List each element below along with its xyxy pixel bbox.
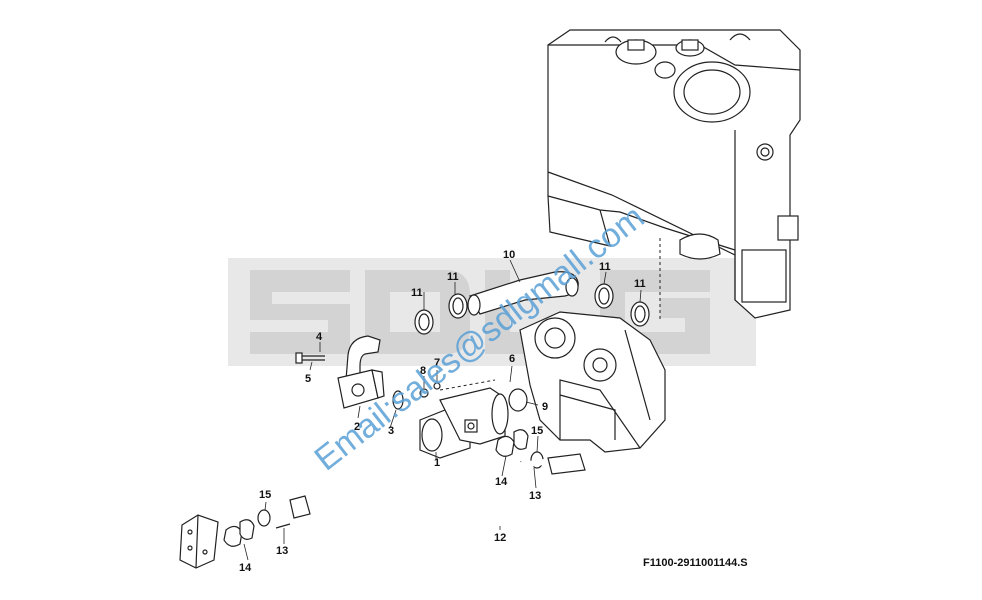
callout-11-c: 11 <box>599 261 611 273</box>
callout-3: 3 <box>388 425 394 437</box>
callout-2: 2 <box>354 421 360 433</box>
figure-code: F1100-2911001144.S <box>643 557 748 569</box>
sdlg-watermark-logo <box>228 258 756 366</box>
callout-13-b: 13 <box>276 545 288 557</box>
callout-8: 8 <box>420 365 426 377</box>
suction-hose <box>467 271 579 316</box>
hydraulic-tank <box>547 29 801 320</box>
callout-12: 12 <box>494 532 506 544</box>
callout-1: 1 <box>434 457 440 469</box>
callout-labels: 1 2 3 4 5 6 7 8 9 10 11 11 11 11 12 13 1… <box>239 249 646 574</box>
callout-11-b: 11 <box>447 271 459 283</box>
valve-block <box>179 514 219 569</box>
pressure-hose <box>289 453 676 530</box>
callout-13-a: 13 <box>529 490 541 502</box>
callout-10: 10 <box>503 249 515 261</box>
callout-15-b: 15 <box>259 489 271 501</box>
suction-elbow <box>337 335 385 409</box>
callout-5: 5 <box>305 373 311 385</box>
callout-14-b: 14 <box>239 562 252 574</box>
callout-14-a: 14 <box>495 476 508 488</box>
leader-lines <box>243 259 642 561</box>
bolts <box>295 352 441 398</box>
callout-7: 7 <box>434 357 440 369</box>
split-flanges <box>223 429 533 547</box>
hydraulic-pump <box>419 379 509 459</box>
callout-11-d: 11 <box>634 278 646 290</box>
transmission-gearbox <box>519 311 666 453</box>
callout-15-a: 15 <box>531 425 543 437</box>
hose-clamps <box>414 283 650 335</box>
callout-4: 4 <box>316 331 323 343</box>
callout-6: 6 <box>509 353 515 365</box>
callout-9: 9 <box>542 401 548 413</box>
callout-11-a: 11 <box>411 287 423 299</box>
